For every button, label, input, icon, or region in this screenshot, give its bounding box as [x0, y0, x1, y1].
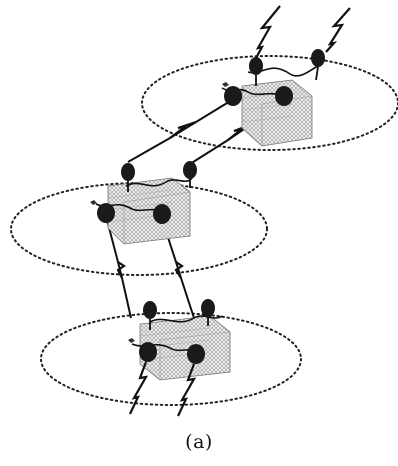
- coverage-zone-middle: [10, 182, 268, 276]
- lightning-bolt-icon: [129, 361, 149, 415]
- connector-wire: [125, 177, 193, 187]
- lightning-bolt-icon: [325, 7, 351, 53]
- coverage-zone-top: [141, 55, 398, 151]
- lightning-bolt-icon: [169, 120, 197, 139]
- link-line-4: [162, 221, 195, 319]
- small-device-icon: [222, 82, 229, 87]
- small-device-icon: [90, 200, 97, 205]
- wireless-link-middle-bottom: [106, 219, 195, 319]
- link-line-1: [127, 99, 233, 163]
- lightning-bolt-icon: [177, 363, 197, 417]
- antenna-bulb-icon: [143, 301, 157, 330]
- hatched-box: [107, 177, 191, 245]
- node-cluster-top: [221, 5, 351, 147]
- antenna-bulb-icon: [311, 49, 325, 81]
- antenna-bulb-icon: [183, 161, 197, 188]
- node-cluster-middle: [90, 161, 197, 245]
- node-cluster-bottom: [128, 299, 231, 417]
- antenna-bulb-icon: [97, 203, 115, 223]
- connector-wire: [149, 315, 223, 323]
- lightning-bolt-icon: [116, 261, 126, 279]
- antenna-bulb-icon: [201, 299, 215, 326]
- antenna-bulb-icon: [249, 57, 263, 86]
- antenna-bulb-icon: [139, 342, 157, 362]
- hatched-box: [241, 79, 313, 147]
- antenna-bulb-icon: [275, 86, 293, 106]
- coverage-zone-bottom: [40, 312, 302, 406]
- antenna-bulb-icon: [187, 344, 205, 364]
- lightning-bolt-icon: [174, 261, 184, 279]
- antenna-bulb-icon: [121, 163, 135, 192]
- lightning-bolt-icon: [255, 5, 281, 59]
- figure-caption: (a): [185, 431, 213, 453]
- small-device-icon: [128, 338, 135, 343]
- antenna-bulb-icon: [153, 204, 171, 224]
- link-line-3: [106, 219, 132, 319]
- antenna-bulb-icon: [224, 86, 242, 106]
